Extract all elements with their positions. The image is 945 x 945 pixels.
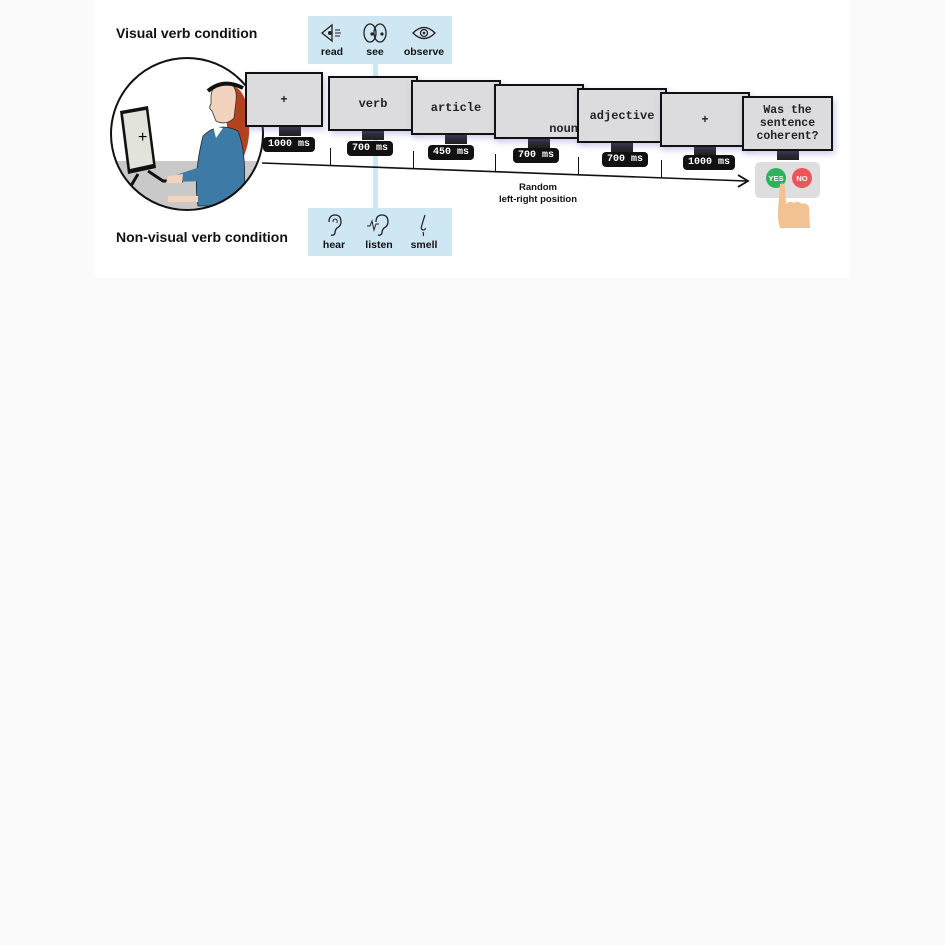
timeline-tick [495, 154, 496, 172]
eyes-icon [363, 23, 387, 43]
participant-illustration: + [110, 57, 264, 211]
screen-adjective: adjective [577, 88, 667, 143]
monitor-stand [279, 126, 301, 136]
ear-icon [328, 214, 342, 236]
nose-icon [420, 214, 426, 237]
screen-noun: noun [494, 84, 584, 139]
duration-label: 700 ms [347, 141, 394, 156]
monitor-stand [694, 146, 716, 156]
screen-fixation-1: + [245, 72, 323, 127]
ear-sound-icon [367, 214, 389, 236]
timeline-tick [661, 160, 662, 178]
verb-hear: hear [310, 213, 358, 251]
verb-observe: observe [400, 22, 448, 58]
duration-label: 450 ms [428, 145, 475, 160]
timeline-tick [413, 151, 414, 169]
nonvisual-verbs-box: hear listen smell [308, 208, 452, 256]
duration-label: 700 ms [602, 152, 649, 167]
screen-verb: verb [328, 76, 418, 131]
eye-icon [412, 26, 436, 40]
monitor-stand [445, 134, 467, 144]
participant-screen-text: + [138, 129, 147, 146]
visual-condition-label: Visual verb condition [116, 25, 258, 41]
timeline-tick [330, 148, 331, 166]
screen-question: Was the sentence coherent? [742, 96, 833, 151]
duration-label: 1000 ms [683, 155, 736, 170]
pointing-hand-icon [777, 183, 810, 228]
screen-article: article [411, 80, 501, 135]
monitor-stand [362, 130, 384, 140]
nonvisual-condition-label: Non-visual verb condition [116, 229, 288, 245]
duration-label: 1000 ms [263, 137, 316, 152]
timeline-tick [578, 157, 579, 175]
yes-button[interactable]: YES [766, 168, 786, 188]
screen-fixation-2: + [660, 92, 750, 147]
position-note: Random left-right position [498, 182, 578, 205]
monitor-stand [777, 150, 799, 160]
duration-label: 700 ms [513, 148, 560, 163]
timeline-arrow [261, 162, 750, 188]
verb-smell: smell [400, 213, 448, 251]
eye-profile-icon [320, 23, 341, 43]
verb-listen: listen [355, 213, 403, 251]
no-button[interactable]: NO [792, 168, 812, 188]
monitor-stand [528, 138, 550, 148]
verb-see: see [351, 22, 399, 58]
monitor-stand [611, 142, 633, 152]
verb-read: read [308, 22, 356, 58]
visual-verbs-box: read see observe [308, 16, 452, 64]
